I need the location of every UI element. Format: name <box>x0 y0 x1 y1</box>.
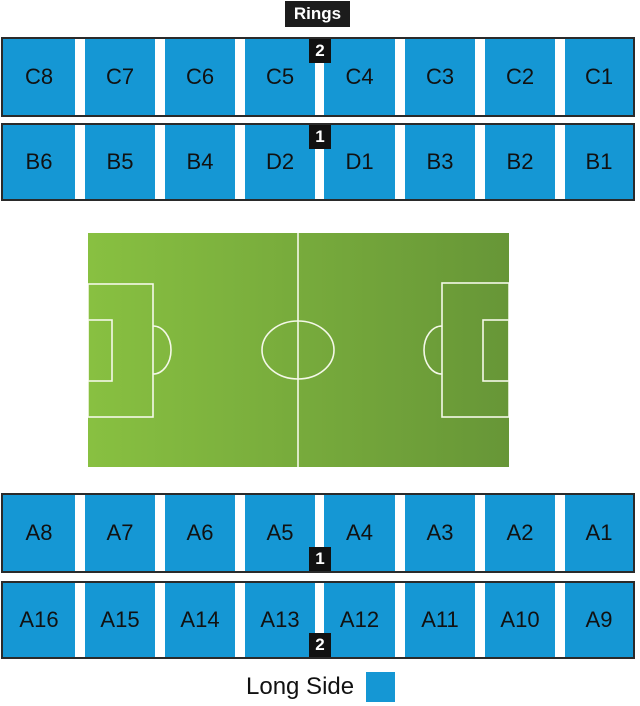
gate-badge-1: 1 <box>309 125 331 149</box>
block-c1[interactable]: C1 <box>565 39 633 115</box>
block-b2[interactable]: B2 <box>485 125 555 199</box>
gate-badge-1: 1 <box>309 547 331 571</box>
legend: Long Side <box>246 671 396 703</box>
block-c5[interactable]: C5 <box>245 39 315 115</box>
rings-title: Rings <box>285 1 350 27</box>
block-c3[interactable]: C3 <box>405 39 475 115</box>
block-a10[interactable]: A10 <box>485 583 555 657</box>
block-a12[interactable]: A12 <box>324 583 395 657</box>
block-a15[interactable]: A15 <box>85 583 155 657</box>
center-circle <box>261 320 335 380</box>
gate-badge-2: 2 <box>309 39 331 63</box>
left-goal-box <box>88 319 113 382</box>
block-d2[interactable]: D2 <box>245 125 315 199</box>
block-a8[interactable]: A8 <box>3 495 75 571</box>
left-penalty-box <box>88 283 154 418</box>
block-a4[interactable]: A4 <box>324 495 395 571</box>
block-a7[interactable]: A7 <box>85 495 155 571</box>
block-b4[interactable]: B4 <box>165 125 235 199</box>
block-b3[interactable]: B3 <box>405 125 475 199</box>
block-a3[interactable]: A3 <box>405 495 475 571</box>
legend-swatch <box>366 672 396 702</box>
block-a9[interactable]: A9 <box>565 583 633 657</box>
block-a5[interactable]: A5 <box>245 495 315 571</box>
block-a14[interactable]: A14 <box>165 583 235 657</box>
block-c7[interactable]: C7 <box>85 39 155 115</box>
seating-row-ring2-bottom: A16 A15 A14 A13 A12 A11 A10 A9 2 <box>1 581 635 659</box>
block-c4[interactable]: C4 <box>324 39 395 115</box>
football-pitch <box>88 233 509 467</box>
right-goal-box <box>482 319 509 382</box>
block-d1[interactable]: D1 <box>324 125 395 199</box>
block-b6[interactable]: B6 <box>3 125 75 199</box>
block-a13[interactable]: A13 <box>245 583 315 657</box>
seating-row-ring1-top: B6 B5 B4 D2 D1 B3 B2 B1 1 <box>1 123 635 201</box>
block-b1[interactable]: B1 <box>565 125 633 199</box>
block-c8[interactable]: C8 <box>3 39 75 115</box>
seating-row-ring1-bottom: A8 A7 A6 A5 A4 A3 A2 A1 1 <box>1 493 635 573</box>
legend-label: Long Side <box>246 673 355 700</box>
seating-row-ring2-top: C8 C7 C6 C5 C4 C3 C2 C1 2 <box>1 37 635 117</box>
block-c2[interactable]: C2 <box>485 39 555 115</box>
gate-badge-2: 2 <box>309 633 331 657</box>
block-c6[interactable]: C6 <box>165 39 235 115</box>
right-penalty-box <box>441 282 509 418</box>
block-a1[interactable]: A1 <box>565 495 633 571</box>
right-penalty-arc <box>423 325 443 375</box>
block-b5[interactable]: B5 <box>85 125 155 199</box>
block-a6[interactable]: A6 <box>165 495 235 571</box>
block-a2[interactable]: A2 <box>485 495 555 571</box>
left-penalty-arc <box>152 325 172 375</box>
block-a16[interactable]: A16 <box>3 583 75 657</box>
block-a11[interactable]: A11 <box>405 583 475 657</box>
